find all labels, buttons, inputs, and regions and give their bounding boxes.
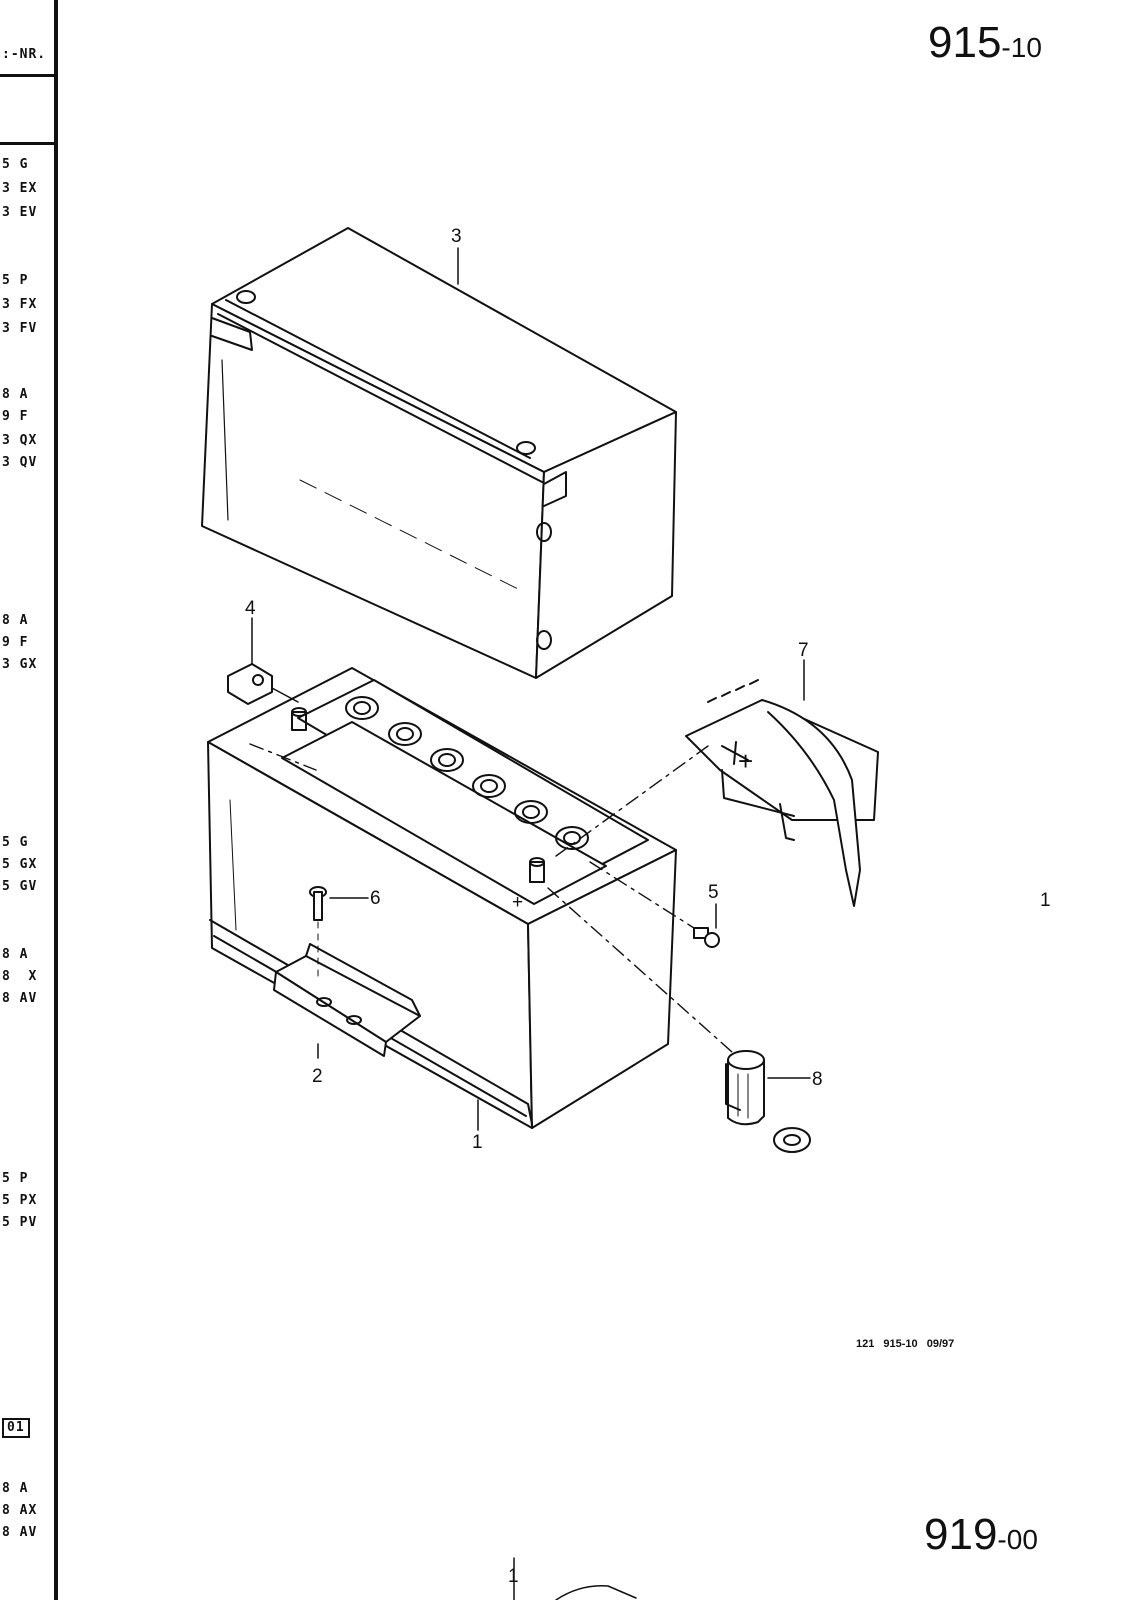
margin-code: 5 GX [2,857,38,872]
page-code-top-sub: -10 [1001,32,1042,63]
terminal-cover [685,679,879,907]
margin-code: 3 QX [2,433,38,448]
margin-code: 9 F [2,409,29,424]
margin-code: 8 A [2,387,29,402]
next-drawing-fragment [555,1585,637,1600]
page-code-top: 915-10 [928,18,1042,68]
margin-code-column: :-NR. 5 G 3 EX 3 EV 5 P 3 FX 3 FV 8 A 9 … [0,0,56,1600]
margin-code: 8 X [2,969,38,984]
margin-code: 3 EV [2,205,38,220]
screw [693,927,720,948]
callout-7: 7 [798,640,809,661]
plus-mark-terminal: + [512,892,523,913]
battery-cover [201,227,677,679]
page-code-bottom: 919-00 [924,1510,1038,1560]
callout-leaders [251,247,811,1600]
margin-code: 5 P [2,273,29,288]
margin-code: 8 AV [2,991,38,1006]
page-code-bottom-main: 919 [924,1510,998,1559]
margin-header: :-NR. [2,47,47,62]
battery [207,667,677,1129]
drawing-reference: 121 915-10 09/97 [856,1338,955,1350]
callout-8: 8 [812,1069,823,1090]
margin-code: 5 PX [2,1193,38,1208]
margin-code: 8 AV [2,1525,38,1540]
callout-4: 4 [245,598,256,619]
header-rule [0,142,54,145]
margin-code: 3 QV [2,455,38,470]
plus-mark-cover: + [738,746,753,776]
margin-code: 5 P [2,1171,29,1186]
header-rule [0,74,54,77]
margin-box-label: 01 [2,1418,30,1438]
page-code-top-main: 915 [928,18,1002,67]
margin-code: 9 F [2,635,29,650]
assembly-lines [249,743,733,1053]
callout-6: 6 [370,888,381,909]
bolt [309,886,327,977]
margin-code: 3 GX [2,657,38,672]
callout-5: 5 [708,882,719,903]
margin-code: 3 FX [2,297,38,312]
hold-down-bracket [273,943,421,1057]
stray-mark: 1 [1040,890,1051,911]
terminal-clamp [725,1050,811,1153]
terminal-clip [227,663,299,705]
margin-code: 5 G [2,157,29,172]
margin-code: 8 A [2,1481,29,1496]
margin-rule [54,0,58,1600]
margin-code: 5 PV [2,1215,38,1230]
callout-3: 3 [451,226,462,247]
margin-code: 8 A [2,613,29,628]
margin-code: 5 GV [2,879,38,894]
margin-code: 5 G [2,835,29,850]
margin-code: 8 A [2,947,29,962]
page-code-bottom-sub: -00 [997,1524,1038,1555]
margin-code: 3 FV [2,321,38,336]
callout-2: 2 [312,1066,323,1087]
margin-code: 3 EX [2,181,38,196]
cell-caps [345,696,589,850]
battery-terminals [291,707,545,883]
margin-code: 8 AX [2,1503,38,1518]
callout-1-next: 1 [508,1566,519,1587]
callout-1: 1 [472,1132,483,1153]
